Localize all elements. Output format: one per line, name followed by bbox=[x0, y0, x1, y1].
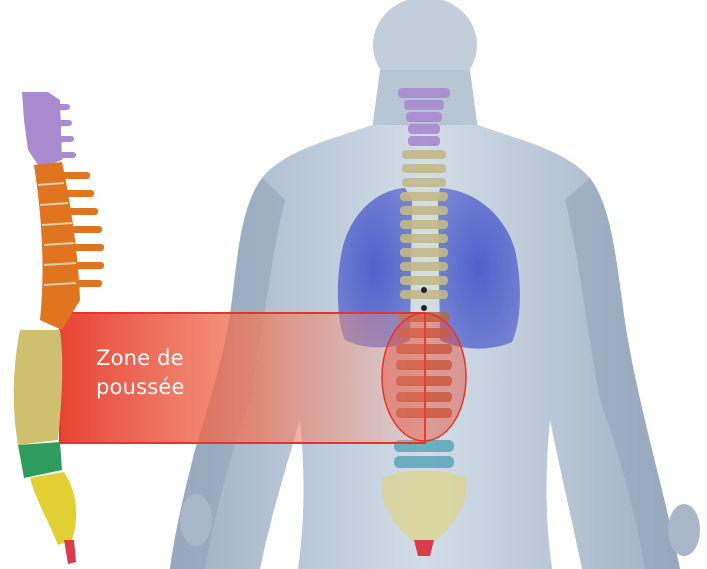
thrust-zone-label: Zone de poussée bbox=[96, 344, 226, 402]
side-sacrum bbox=[30, 472, 76, 545]
right-hand bbox=[668, 504, 700, 556]
thoracic-vertebrae bbox=[400, 150, 448, 299]
left-hand bbox=[180, 494, 212, 546]
side-coccyx bbox=[64, 540, 76, 564]
thrust-zone-label-line2: poussée bbox=[96, 373, 226, 402]
side-green-section bbox=[18, 442, 62, 478]
thrust-zone-label-line1: Zone de bbox=[96, 344, 226, 373]
side-thoracic bbox=[34, 162, 80, 330]
side-lumbar bbox=[14, 330, 62, 445]
thrust-zone-ellipse bbox=[382, 313, 466, 441]
